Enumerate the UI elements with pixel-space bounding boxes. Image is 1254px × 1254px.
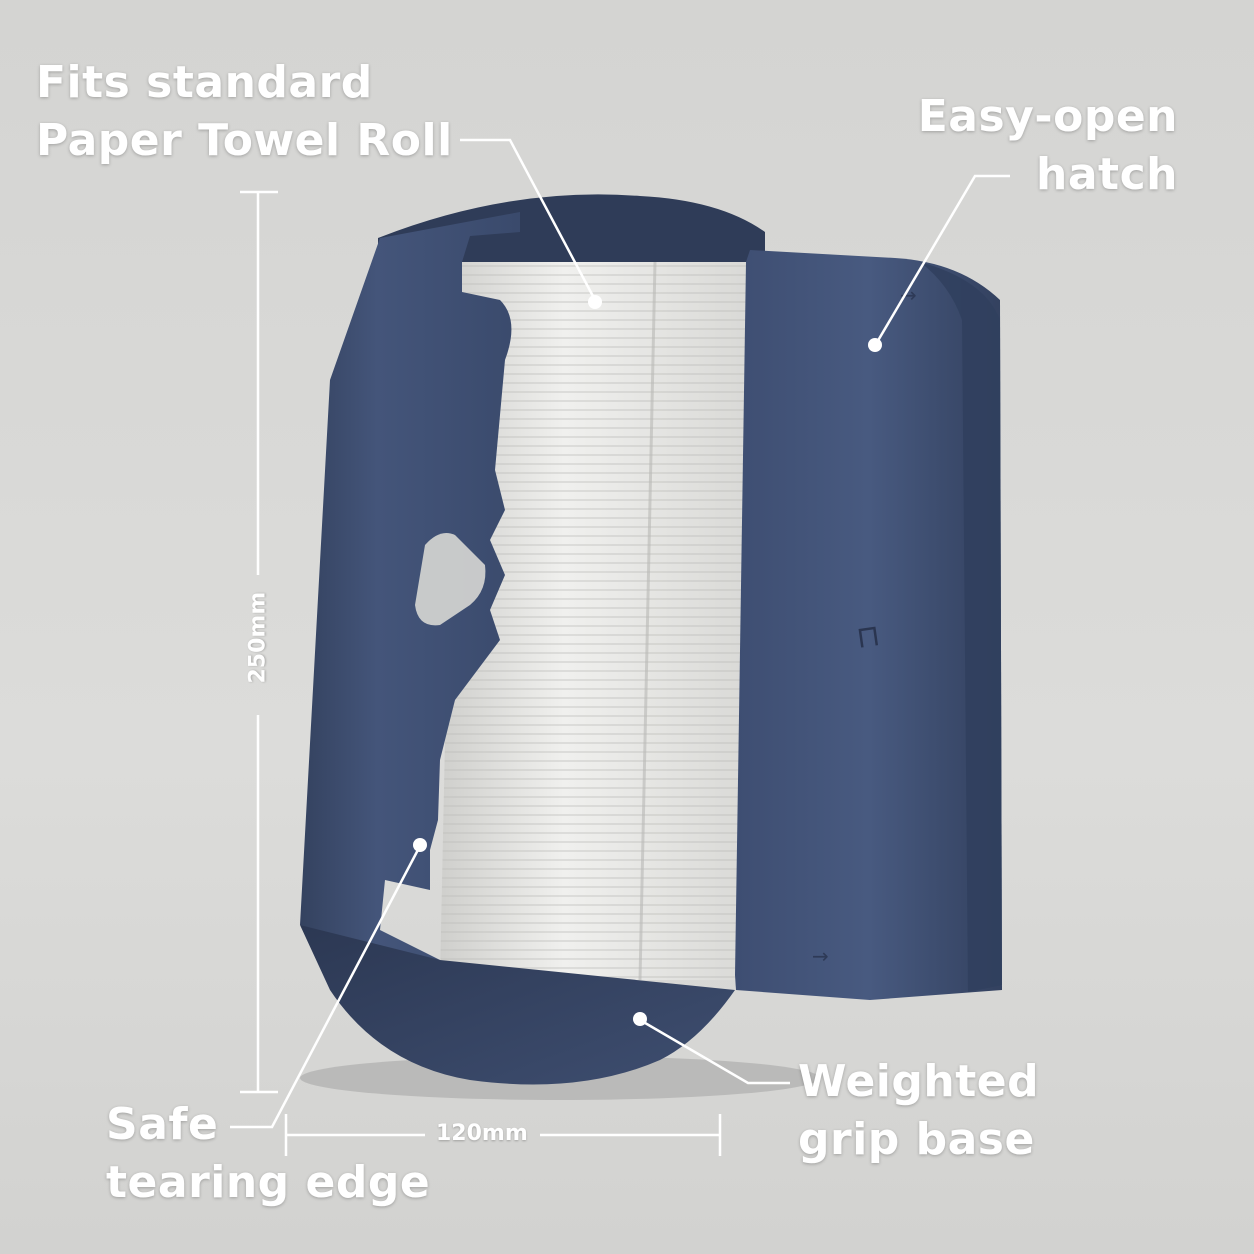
callout-roll-line2: Paper Towel Roll (36, 115, 453, 166)
callout-hatch-line2: hatch (1036, 149, 1178, 200)
width-dimension-label: 120mm (436, 1121, 528, 1146)
callout-edge-line1: Safe (106, 1099, 219, 1150)
top-rim (378, 194, 765, 262)
hatch-panel (735, 250, 1002, 1000)
callout-edge-line2: tearing edge (106, 1157, 431, 1208)
callout-hatch-line1: Easy-open (917, 91, 1178, 142)
callout-dots (413, 295, 882, 1026)
callout-roll-line1: Fits standard (36, 57, 373, 108)
callout-hatch: Easy-open hatch (918, 88, 1178, 204)
hatch-logo: ⊓ (854, 618, 882, 656)
height-dimension-label: 250mm (245, 591, 271, 684)
hatch-arrow-top: → (900, 283, 917, 307)
hatch-arrow-bottom: → (812, 944, 829, 968)
callout-base-line2: grip base (798, 1114, 1035, 1165)
weighted-base (300, 925, 735, 1085)
callout-base: Weighted grip base (798, 1053, 1039, 1169)
callout-roll: Fits standard Paper Towel Roll (36, 54, 453, 170)
paper-roll (440, 261, 750, 981)
callout-edge: Safe tearing edge (106, 1096, 430, 1212)
callout-base-line1: Weighted (798, 1056, 1040, 1107)
shell-window (415, 532, 486, 626)
callout-lines (230, 138, 1010, 1129)
hatch-edge (920, 262, 1002, 992)
dimension-lines (240, 190, 722, 1156)
left-shell (300, 212, 520, 980)
